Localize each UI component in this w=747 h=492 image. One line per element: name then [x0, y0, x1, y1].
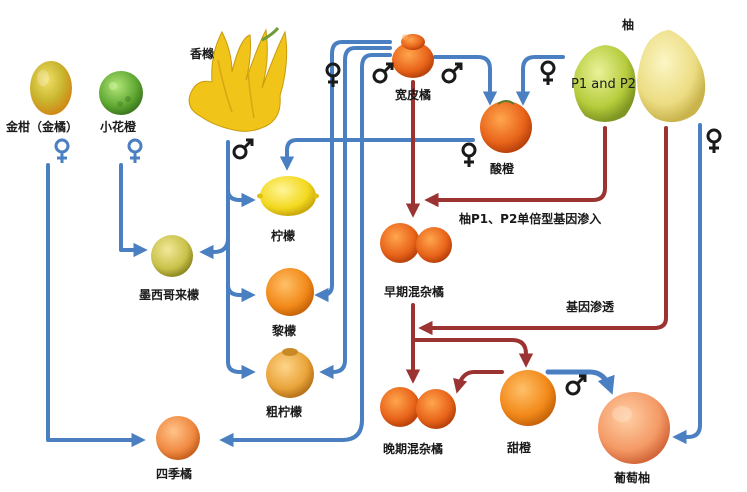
pomelo-fruit: [573, 30, 706, 123]
early-hybrid-fruit: [380, 223, 452, 263]
male-symbol-icon: [232, 138, 254, 160]
label-citron: 香橼: [190, 47, 215, 61]
label-lemon: 柠檬: [271, 229, 296, 243]
papeda-fruit: [99, 71, 143, 115]
female-symbol-icon: [461, 142, 477, 167]
arrow-pomelo-to-sour-orange: [515, 55, 565, 106]
label-kumquat: 金柑（金橘）: [6, 120, 79, 134]
calamondin-fruit: [156, 416, 200, 460]
rough-lemon-fruit: [266, 348, 314, 398]
female-symbol-icon: [540, 60, 556, 85]
female-symbol-icon: [325, 62, 341, 87]
grapefruit-fruit: [598, 392, 670, 464]
arrow-mandarin-to-sour-orange: [433, 55, 498, 106]
arrow-mandarin-to-calamondin: [219, 53, 392, 448]
arrow-early-to-sweet-orange: [411, 338, 534, 368]
female-symbol-icon: [127, 138, 143, 163]
label-mexican-lime: 墨西哥来檬: [139, 288, 200, 302]
sour-orange-fruit: [480, 100, 532, 153]
label-sweet-orange: 甜橙: [507, 441, 532, 455]
arrow-pomelo-to-grapefruit: [672, 123, 702, 445]
arrow-sour-orange-to-lemon: [279, 138, 475, 171]
arrow-citron-to-lime: [226, 236, 256, 303]
label-lime: 黎檬: [272, 324, 297, 338]
arrow-sweet-orange-to-grapefruit: [545, 369, 615, 395]
mandarin-fruit: [392, 34, 434, 78]
label-late-hybrid: 晚期混杂橘: [383, 442, 444, 456]
male-symbol-icon: [372, 62, 394, 84]
male-symbol-icon: [441, 62, 463, 84]
male-symbol-icon: [565, 374, 587, 396]
female-symbol-icon: [706, 128, 722, 153]
arrow-citron-to-lemon: [226, 188, 256, 208]
arrow-citron-to-rough-lemon: [226, 283, 256, 380]
arrow-pomelo-introgression: [418, 126, 668, 336]
label-early-hybrid: 早期混杂橘: [384, 285, 445, 299]
arrow-kumquat-to-calamondin: [46, 163, 146, 448]
arrow-papeda-to-mexican-lime: [119, 163, 148, 258]
citron-fruit: [188, 27, 288, 132]
label-papeda: 小花橙: [100, 120, 137, 134]
label-introgression: 基因渗透: [566, 300, 615, 314]
arrow-mandarin-to-rough-lemon: [319, 46, 392, 380]
lemon-fruit: [257, 176, 319, 216]
late-hybrid-fruit: [380, 387, 456, 429]
arrow-sweet-orange-to-late-hybrid: [453, 370, 504, 394]
label-grapefruit: 葡萄柚: [614, 471, 651, 485]
label-mandarin: 宽皮橘: [395, 88, 432, 102]
label-sour-orange: 酸橙: [490, 162, 515, 176]
kumquat-fruit: [30, 61, 72, 115]
sweet-orange-fruit: [500, 370, 556, 426]
label-calamondin: 四季橘: [156, 467, 193, 481]
label-pomelo: 柚: [622, 18, 635, 32]
female-symbol-icon: [54, 138, 70, 163]
lime-fruit: [266, 268, 314, 316]
label-rough-lemon: 粗柠檬: [266, 405, 303, 419]
arrow-pomelo-p1p2-introgression: [424, 126, 607, 208]
arrow-mandarin-to-lime: [314, 40, 392, 303]
label-p1p2-introgression: 柚P1、P2单倍型基因渗入: [459, 212, 602, 226]
arrow-citron-to-mexican-lime: [199, 140, 230, 260]
mexican-lime-fruit: [151, 235, 193, 277]
label-p1p2: P1 and P2: [571, 77, 636, 92]
